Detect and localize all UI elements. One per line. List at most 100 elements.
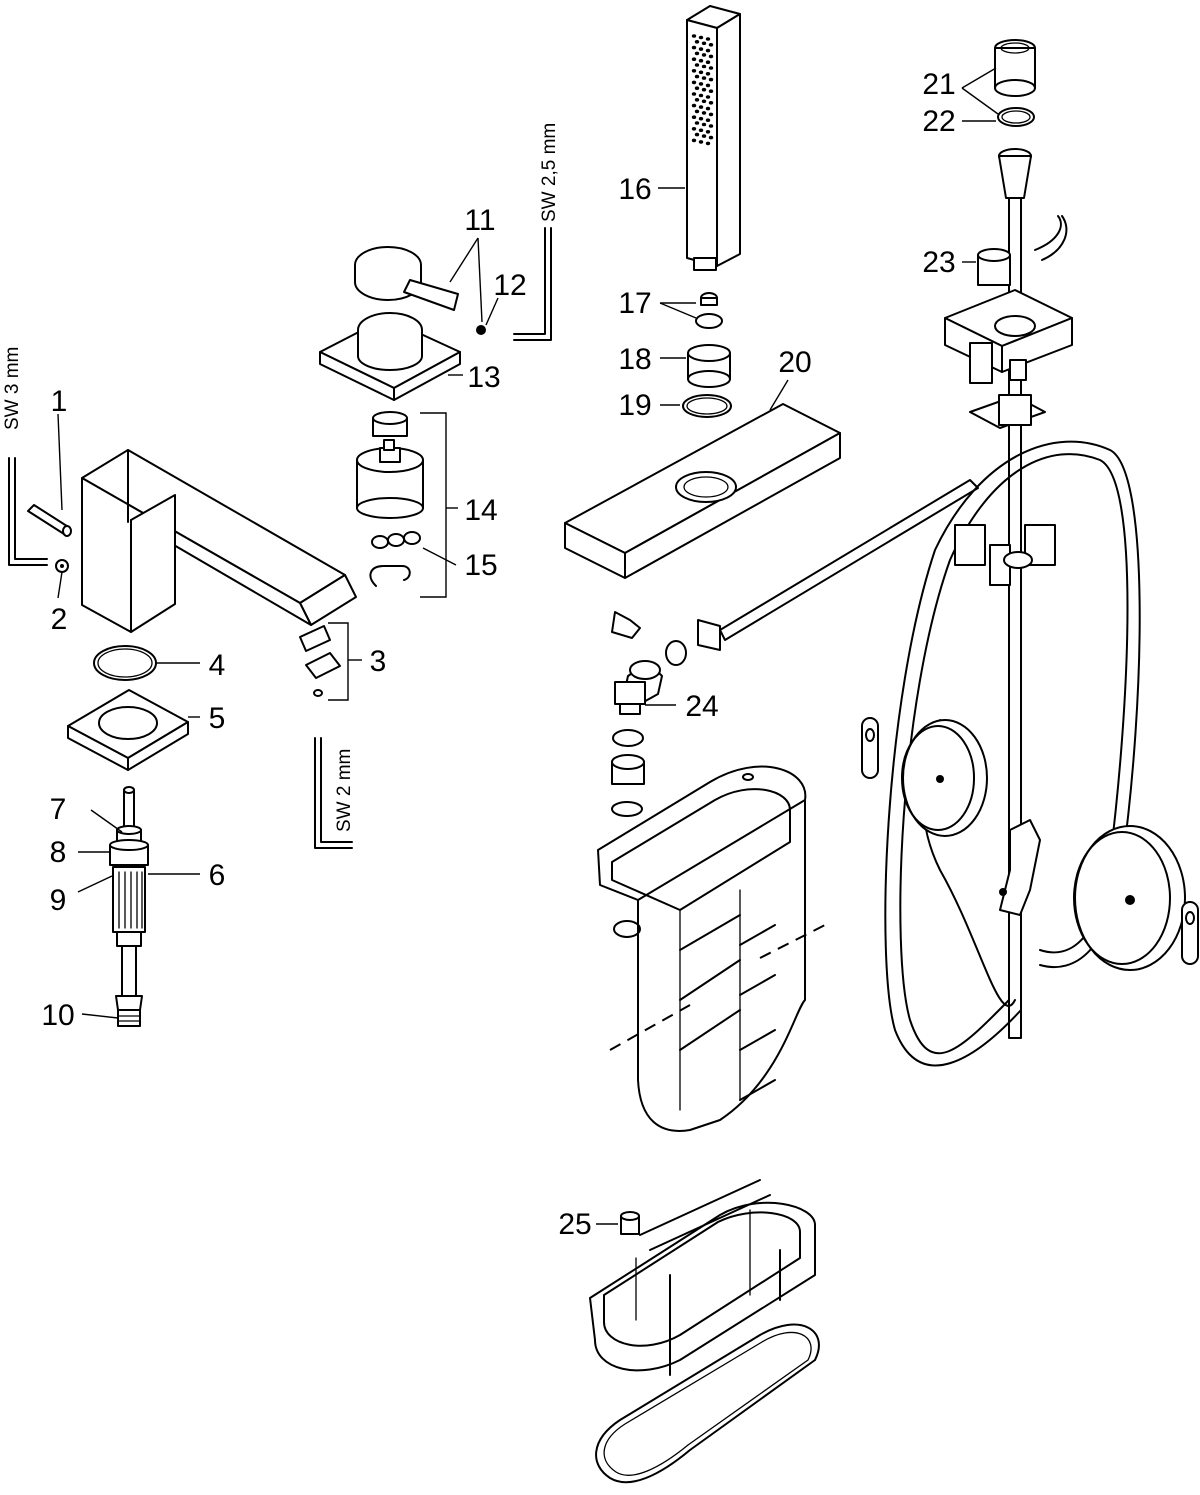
hose-nut-part-21 (994, 39, 1036, 97)
spray-nozzle (705, 141, 711, 146)
spray-nozzle (708, 89, 714, 93)
hose-guide-bracket (944, 289, 1073, 586)
callout-5: 5 (209, 702, 226, 735)
spray-nozzle (694, 51, 700, 56)
callout-19: 19 (618, 389, 651, 422)
spray-nozzle (701, 99, 707, 104)
spray-nozzle (698, 93, 704, 98)
washer-part-22 (997, 107, 1035, 127)
spray-nozzle (708, 112, 714, 117)
spray-nozzle (705, 95, 711, 99)
spray-nozzle (691, 92, 697, 96)
handle-base-part-13 (319, 312, 461, 401)
connector-part-18 (687, 344, 731, 388)
callout-14: 14 (464, 494, 497, 527)
spray-nozzle (691, 103, 697, 108)
spray-nozzle (694, 74, 700, 79)
spray-nozzle (701, 41, 707, 46)
nut-part-2 (55, 559, 69, 573)
cartridge-part-14 (356, 411, 424, 519)
seals-part-15 (369, 531, 421, 587)
spray-nozzle (708, 135, 714, 140)
deck-plate-part-20 (564, 403, 841, 579)
callout-12: 12 (493, 269, 526, 302)
gasket-ring (595, 1323, 820, 1484)
spray-nozzle (708, 43, 714, 47)
callout-23: 23 (922, 246, 955, 279)
spray-nozzle (698, 82, 704, 86)
spray-nozzle (691, 138, 697, 143)
callout-8: 8 (50, 836, 67, 869)
callout-6: 6 (209, 859, 226, 892)
grub-screw-part-1 (27, 504, 72, 537)
callout-3: 3 (370, 645, 387, 678)
spray-nozzle (701, 111, 707, 115)
spray-nozzle (705, 83, 711, 88)
washer-plate-part-5 (67, 689, 189, 771)
spray-nozzle (698, 140, 704, 144)
clip-part-23 (977, 215, 1068, 286)
spray-nozzle (708, 66, 714, 70)
spray-nozzle (691, 34, 697, 38)
callout-7: 7 (50, 793, 67, 826)
mounting-frame (589, 1179, 816, 1376)
spray-nozzle (694, 98, 700, 102)
spray-nozzle (694, 63, 700, 67)
spray-nozzle (694, 86, 700, 90)
spray-nozzle (694, 121, 700, 125)
spray-nozzle (708, 77, 714, 82)
callout-15: 15 (464, 549, 497, 582)
callout-2: 2 (51, 603, 68, 636)
aerator-parts-3 (299, 625, 341, 697)
callout-1: 1 (51, 385, 68, 418)
callout-10: 10 (41, 999, 74, 1032)
spray-nozzle (691, 57, 697, 61)
spray-nozzle (705, 60, 711, 64)
spout (81, 449, 357, 633)
tool-labels: SW 3 mm SW 2,5 mm SW 2 mm (2, 123, 560, 832)
spray-nozzle (698, 35, 704, 40)
filter-parts-17 (695, 292, 723, 329)
callout-25: 25 (558, 1208, 591, 1241)
spray-nozzle (705, 37, 711, 41)
spray-nozzle (701, 53, 707, 57)
spray-nozzle (701, 76, 707, 80)
installation-box-housing (597, 765, 826, 1132)
cartridge-parts-6-to-10 (109, 786, 149, 1027)
lever-handle-part-11 (354, 246, 459, 311)
spray-nozzle (691, 115, 697, 119)
spray-nozzle (694, 109, 700, 114)
spray-nozzle (698, 58, 704, 63)
spray-nozzle (705, 72, 711, 76)
spray-nozzle (701, 134, 707, 138)
callout-11: 11 (464, 204, 495, 237)
callout-22: 22 (922, 105, 955, 138)
o-ring-part-4 (93, 645, 157, 681)
elbow-connector-part-24 (611, 479, 979, 817)
spray-nozzle (698, 47, 704, 51)
callout-17: 17 (618, 287, 651, 320)
spray-nozzle (705, 48, 711, 53)
spray-nozzle (701, 122, 707, 127)
spray-nozzle (708, 101, 714, 105)
spray-nozzle (701, 64, 707, 69)
spray-nozzle (694, 40, 700, 44)
spray-nozzle (705, 130, 711, 134)
spray-nozzle (708, 124, 714, 128)
hose-weight-wheels (861, 717, 1199, 971)
hex-key-2-5mm (513, 227, 552, 341)
group-brackets (328, 412, 458, 701)
hex-key-3mm (8, 457, 48, 566)
hex-key-2mm-label: SW 2 mm (334, 749, 355, 832)
hand-shower-part-16 (686, 5, 741, 271)
spray-nozzle (698, 70, 704, 75)
spray-nozzle (691, 45, 697, 50)
spray-nozzle (698, 128, 704, 133)
spray-nozzle (705, 118, 711, 122)
callout-numbers: 1 2 3 4 5 6 7 8 9 10 11 12 13 14 15 16 1… (41, 68, 955, 1241)
hex-key-2mm (314, 737, 353, 849)
hex-key-3mm-label: SW 3 mm (2, 347, 23, 430)
callout-20: 20 (778, 346, 811, 379)
spray-nozzle (691, 69, 697, 73)
spray-nozzle (708, 54, 714, 59)
